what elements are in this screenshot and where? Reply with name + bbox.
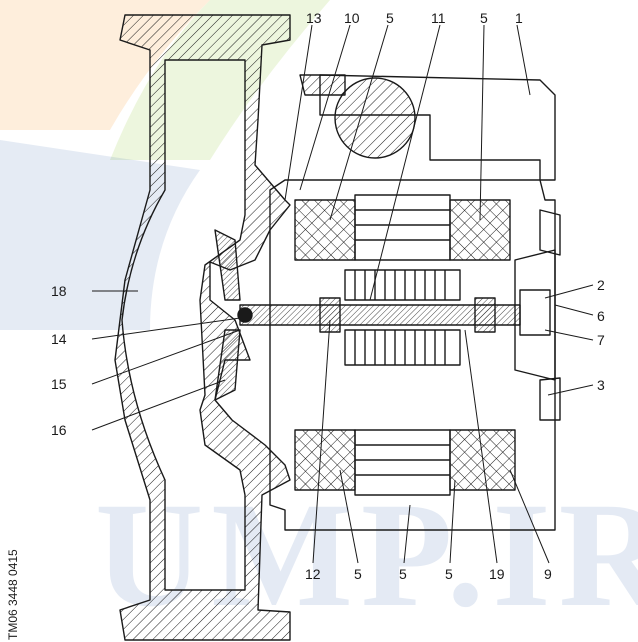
flange-top [299,74,346,96]
callout-label: 6 [597,308,605,324]
motor-housing [269,179,556,531]
callout-label: 5 [399,566,407,582]
callout-label: 5 [386,10,394,26]
bearing [474,297,496,333]
callout-label: 15 [51,376,67,392]
callout-label: 7 [597,332,605,348]
stator-laminations [354,194,451,261]
callout-label: 12 [305,566,321,582]
rotor [344,269,461,366]
callout-label: 19 [489,566,505,582]
callout-label: 1 [515,10,523,26]
terminal-cover [539,209,561,421]
stator-coil [294,199,356,261]
stator-coil [294,429,356,491]
capacitor [334,77,416,159]
callout-label: 5 [480,10,488,26]
callout-label: 18 [51,283,67,299]
callout-label: 11 [431,10,446,26]
end-cover [514,249,556,381]
bearing [319,297,341,333]
pump-housing [114,14,291,641]
leader-lines [91,24,594,564]
callout-label: 10 [344,10,360,26]
callout-label: 5 [445,566,453,582]
stator-laminations [354,429,451,496]
drawing-reference-code: TM06 3448 0415 [6,549,20,640]
callout-label: 13 [306,10,322,26]
vent-plug [519,289,551,336]
callout-label: 5 [354,566,362,582]
callout-label: 2 [597,277,605,293]
callout-label: 3 [597,377,605,393]
callout-label: 16 [51,422,67,438]
callout-label: 14 [51,331,67,347]
callout-label: 9 [544,566,552,582]
shaft-ball [237,307,253,323]
